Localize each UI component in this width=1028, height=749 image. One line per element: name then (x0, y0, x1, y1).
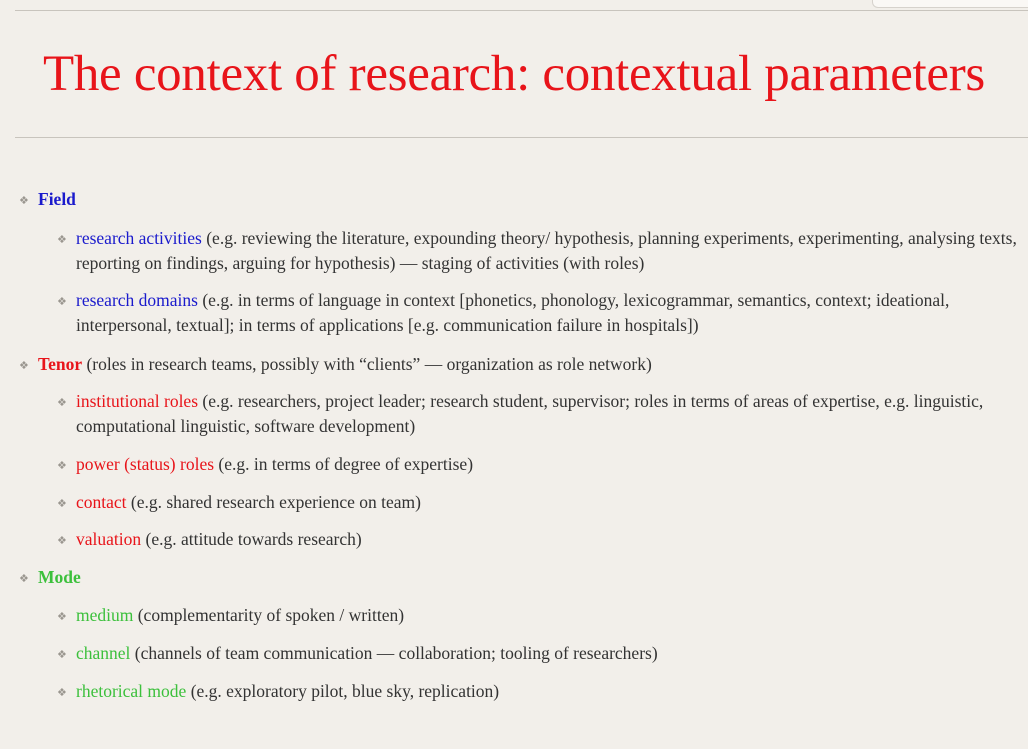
field-item-research-domains: ❖ research domains (e.g. in terms of lan… (57, 288, 1021, 338)
tenor-heading: Tenor (38, 354, 83, 374)
item-desc: (e.g. shared research experience on team… (126, 492, 421, 512)
tenor-item-power-roles: ❖ power (status) roles (e.g. in terms of… (57, 452, 1021, 477)
bullet-icon: ❖ (57, 648, 67, 661)
item-desc: (e.g. attitude towards research) (141, 529, 362, 549)
item-term: research activities (76, 228, 202, 248)
field-heading-item: ❖ Field (19, 187, 1008, 212)
item-desc: (e.g. reviewing the literature, expoundi… (76, 228, 1017, 273)
item-term: medium (76, 605, 134, 625)
tenor-desc: (roles in research teams, possibly with … (82, 354, 652, 374)
field-heading: Field (38, 189, 76, 209)
item-desc: (e.g. in terms of language in context [p… (76, 290, 950, 335)
bullet-icon: ❖ (57, 534, 67, 547)
bullet-icon: ❖ (57, 233, 67, 246)
mode-item-rhetorical-mode: ❖ rhetorical mode (e.g. exploratory pilo… (57, 679, 1021, 704)
title-divider (15, 137, 1028, 138)
field-item-research-activities: ❖ research activities (e.g. reviewing th… (57, 226, 1021, 276)
tenor-item-valuation: ❖ valuation (e.g. attitude towards resea… (57, 527, 1021, 552)
bullet-icon: ❖ (57, 295, 67, 308)
top-divider (15, 10, 1028, 11)
mode-item-medium: ❖ medium (complementarity of spoken / wr… (57, 603, 1021, 628)
item-term: rhetorical mode (76, 681, 187, 701)
item-term: institutional roles (76, 391, 199, 411)
item-desc: (e.g. in terms of degree of expertise) (214, 454, 474, 474)
mode-item-channel: ❖ channel (channels of team communicatio… (57, 641, 1021, 666)
bullet-icon: ❖ (19, 359, 29, 372)
bullet-icon: ❖ (57, 396, 67, 409)
mode-heading-item: ❖ Mode (19, 565, 1008, 590)
item-desc: (e.g. exploratory pilot, blue sky, repli… (186, 681, 500, 701)
bullet-icon: ❖ (57, 686, 67, 699)
item-desc: (channels of team communication — collab… (130, 643, 658, 663)
window-corner-tab (872, 0, 1028, 8)
item-term: power (status) roles (76, 454, 215, 474)
item-term: research domains (76, 290, 198, 310)
item-term: valuation (76, 529, 142, 549)
tenor-heading-item: ❖ Tenor (roles in research teams, possib… (19, 352, 1008, 377)
item-desc: (complementarity of spoken / written) (133, 605, 405, 625)
item-desc: (e.g. researchers, project leader; resea… (76, 391, 984, 436)
tenor-item-institutional-roles: ❖ institutional roles (e.g. researchers,… (57, 389, 1021, 439)
bullet-icon: ❖ (57, 610, 67, 623)
slide-title: The context of research: contextual para… (43, 46, 985, 102)
bullet-icon: ❖ (19, 194, 29, 207)
item-term: contact (76, 492, 127, 512)
item-term: channel (76, 643, 131, 663)
bullet-icon: ❖ (57, 459, 67, 472)
bullet-icon: ❖ (19, 572, 29, 585)
bullet-icon: ❖ (57, 497, 67, 510)
mode-heading: Mode (38, 567, 81, 587)
tenor-item-contact: ❖ contact (e.g. shared research experien… (57, 490, 1021, 515)
